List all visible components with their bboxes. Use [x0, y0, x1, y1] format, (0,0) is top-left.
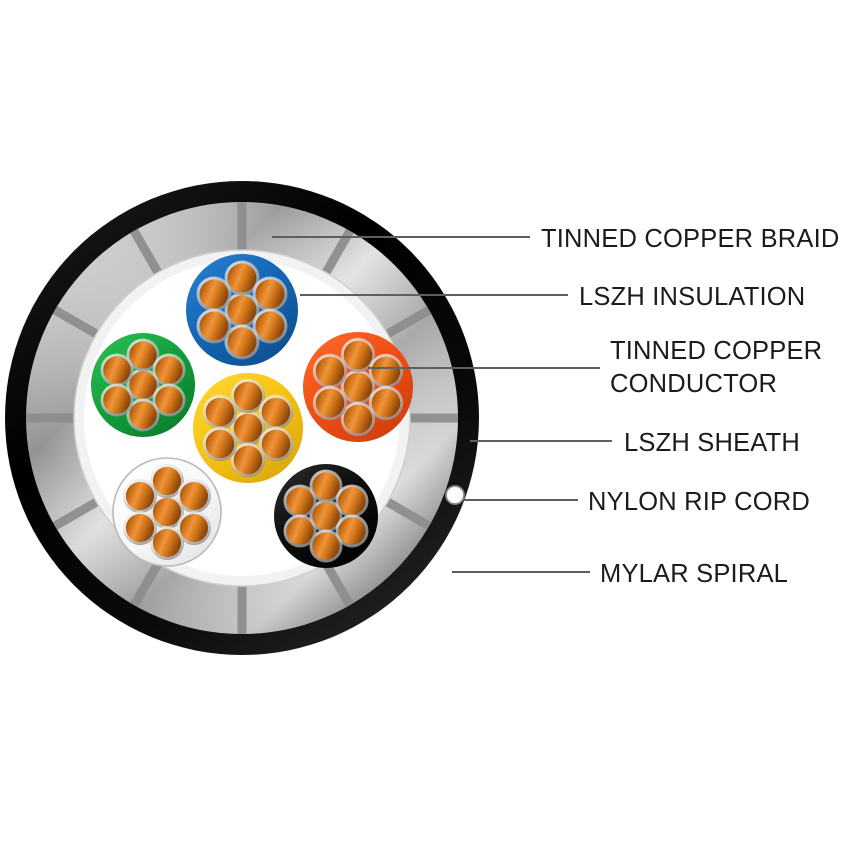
- callout-label-lszh-insulation: LSZH INSULATION: [579, 283, 805, 311]
- bundle-blue-strands: [196, 260, 288, 360]
- nylon-rip-cord: [445, 485, 465, 505]
- callout-label-lszh-sheath: LSZH SHEATH: [624, 429, 800, 457]
- bundle-orange-strands: [312, 337, 404, 437]
- bundle-yellow-strands: [202, 378, 294, 478]
- callout-label-tinned-copper-conductor-line2: CONDUCTOR: [610, 370, 777, 398]
- callout-labels: TINNED COPPER BRAID LSZH INSULATION TINN…: [541, 225, 840, 588]
- bundle-blue: [186, 254, 298, 366]
- bundle-white: [112, 457, 222, 567]
- callout-leader-lines: [272, 235, 612, 574]
- callout-label-mylar-spiral: MYLAR SPIRAL: [600, 560, 788, 588]
- bundle-green-strands: [100, 338, 186, 432]
- bundle-orange: [303, 332, 413, 442]
- cable-body: [5, 181, 479, 655]
- bundle-black-strands: [283, 469, 369, 563]
- mylar-spiral-outline: [73, 249, 411, 587]
- bundle-white-strands: [123, 464, 211, 560]
- callout-label-nylon-rip-cord: NYLON RIP CORD: [588, 488, 810, 516]
- callout-label-tinned-copper-conductor-line1: TINNED COPPER: [610, 337, 822, 365]
- callout-label-tinned-copper-braid: TINNED COPPER BRAID: [541, 225, 840, 253]
- bundle-yellow: [193, 373, 303, 483]
- bundle-black: [274, 464, 378, 568]
- bundle-green: [91, 333, 195, 437]
